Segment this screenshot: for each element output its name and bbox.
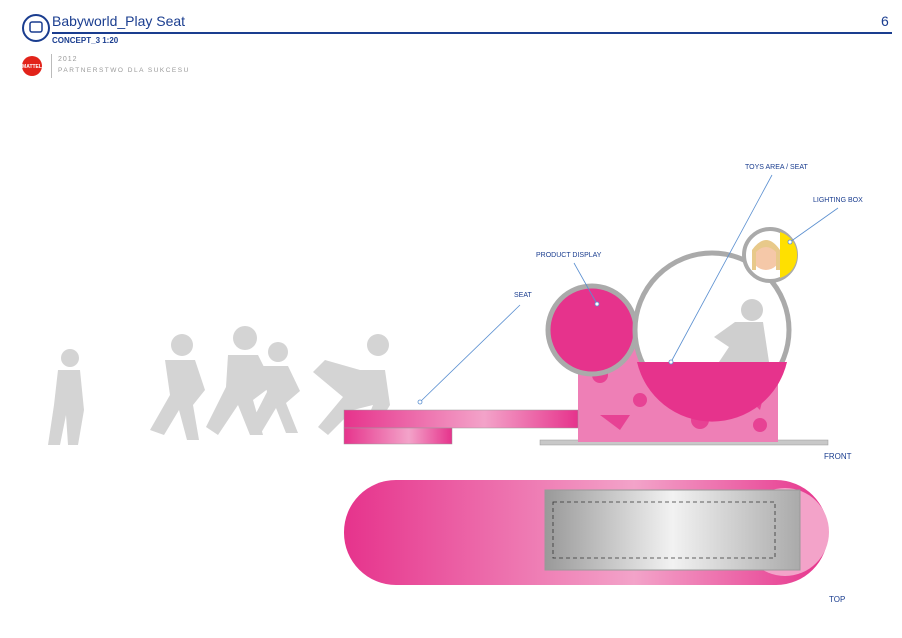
label-lighting-box: LIGHTING BOX (813, 197, 863, 204)
svg-text:MATTEL: MATTEL (22, 64, 42, 70)
header-divider (52, 32, 892, 34)
label-seat: SEAT (514, 292, 532, 299)
leader-lines (417, 174, 839, 405)
brand-divider (51, 54, 52, 78)
label-front: FRONT (824, 452, 852, 461)
front-view (343, 227, 829, 446)
brand-slogan: PARTNERSTWO DLA SUKCESU (58, 67, 190, 74)
children-silhouettes (48, 326, 390, 445)
label-toys-area: TOYS AREA / SEAT (745, 164, 808, 171)
label-top: TOP (829, 595, 846, 604)
page-title: Babyworld_Play Seat (52, 13, 186, 29)
mattel-logo: MATTEL (22, 56, 42, 76)
page-subtitle: CONCEPT_3 1:20 (52, 36, 119, 45)
label-product-display: PRODUCT DISPLAY (536, 252, 602, 259)
page-number: 6 (881, 13, 889, 29)
brand-year: 2012 (58, 56, 78, 63)
top-view (344, 480, 829, 585)
header-icon (22, 14, 50, 42)
